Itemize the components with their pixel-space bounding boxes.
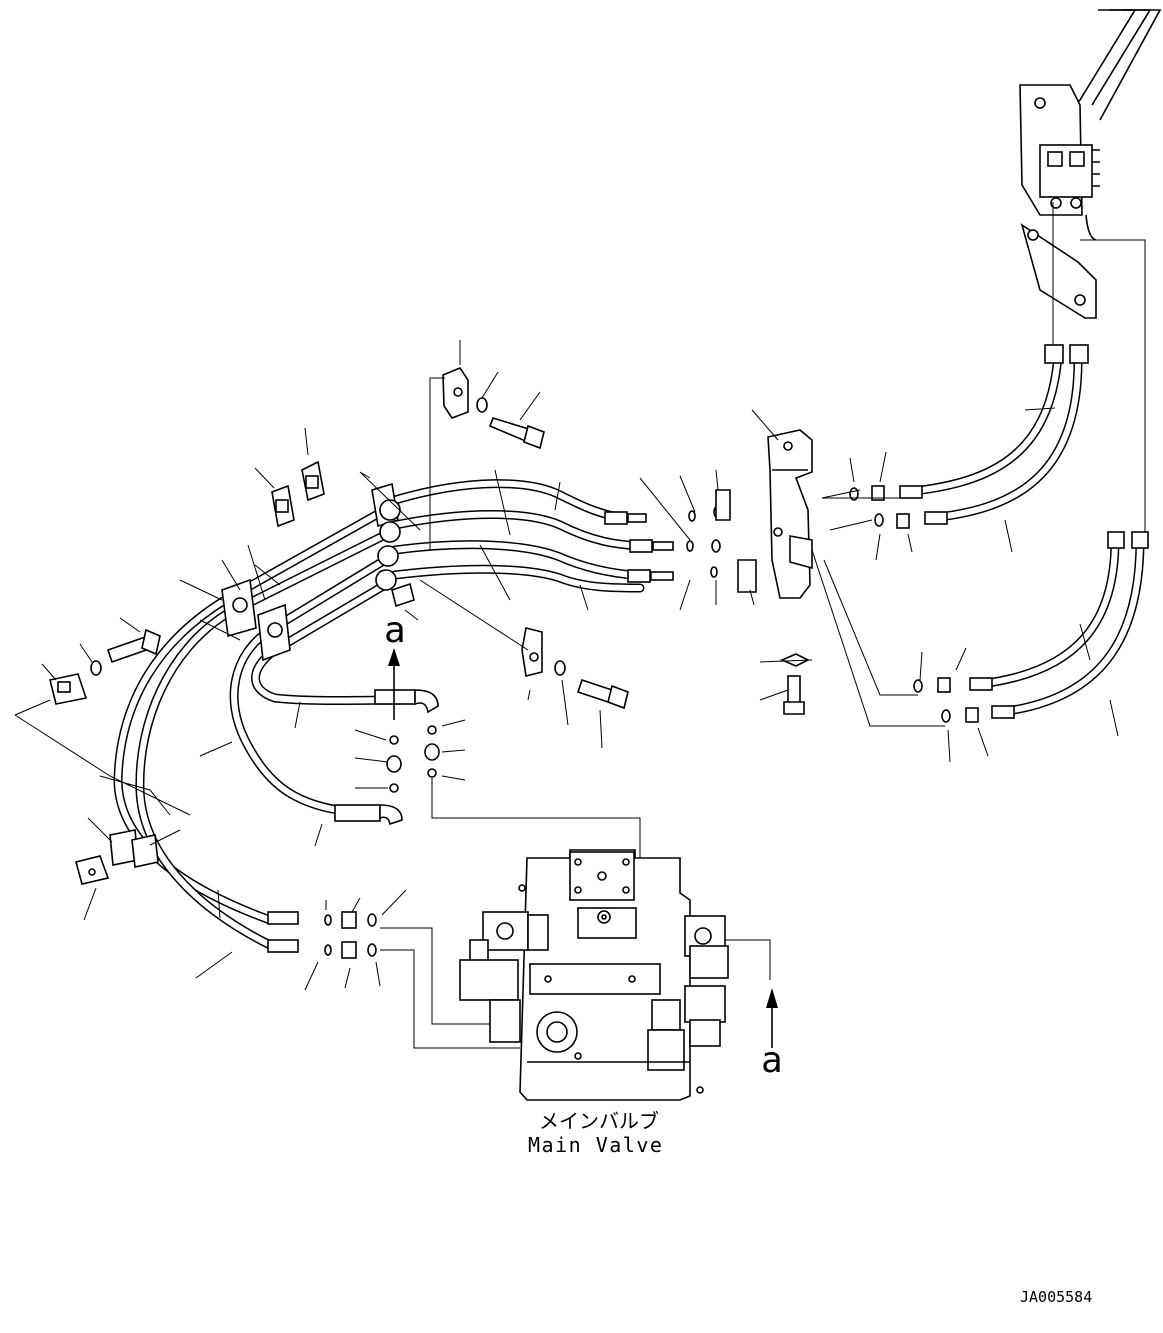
small-parts: [49, 367, 979, 959]
hose-mount-bracket: [767, 429, 813, 599]
hose-right-pair: [900, 350, 1145, 717]
hose-group: [113, 350, 1145, 950]
main-valve-label-en: Main Valve: [528, 1133, 663, 1157]
view-arrows: [388, 648, 778, 1048]
hose-clamps: [109, 482, 415, 868]
main-valve-body: [459, 849, 729, 1101]
view-marker-right: a: [761, 1040, 783, 1081]
upper-bracket-assembly: [1019, 9, 1162, 319]
leader-lines: [14, 202, 1146, 1049]
view-marker-left: a: [384, 610, 406, 651]
hose-cluster-main: [113, 479, 655, 950]
hose-fittings: [267, 344, 1149, 953]
main-valve-label-jp: メインバルブ: [539, 1109, 659, 1133]
drawing-number: JA005584: [1020, 1288, 1092, 1306]
